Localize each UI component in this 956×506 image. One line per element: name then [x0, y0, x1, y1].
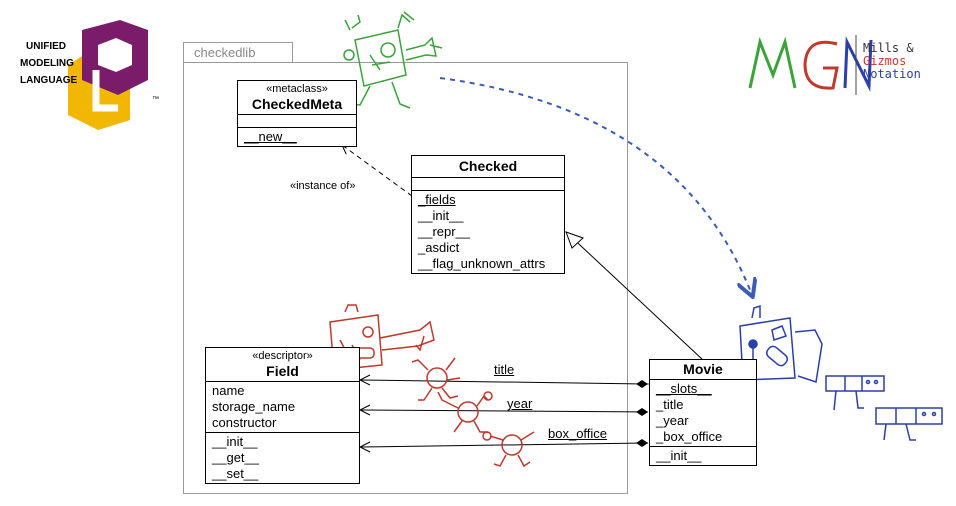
movie-methods: __init__	[650, 447, 756, 465]
checked-name: Checked	[458, 158, 518, 174]
field-methods: __init__ __get__ __set__	[206, 433, 359, 483]
package-body	[183, 62, 628, 494]
movie-method: __init__	[656, 448, 702, 463]
assoc-title-line	[359, 379, 660, 389]
assoc-year-label: year	[507, 396, 533, 411]
assoc-box-office-label: box_office	[548, 426, 608, 441]
field-attributes: name storage_name constructor	[206, 382, 359, 433]
checked-member: __init__	[418, 208, 464, 223]
red-creature-year-icon	[437, 391, 493, 433]
field-attribute: constructor	[212, 415, 277, 430]
checkedmeta-method: __new__	[244, 129, 297, 144]
instance-of-label: «instance of»	[290, 180, 356, 192]
gizmo-dashed-arrow	[439, 77, 752, 295]
checked-member: _fields	[418, 192, 456, 207]
checkedmeta-name: CheckedMeta	[251, 96, 343, 112]
mgn-logo-mark	[748, 35, 873, 95]
assoc-year-line	[359, 409, 649, 413]
checkedmeta-stereotype: «metaclass»	[266, 83, 328, 95]
field-method: __set__	[212, 466, 259, 481]
field-attribute: storage_name	[212, 399, 296, 414]
movie-attributes: __slots__ _title _year _box_office	[650, 380, 756, 447]
instance-of-line	[342, 145, 413, 197]
uml-logo: UNIFIED MODELING LANGUAGE ™	[20, 20, 170, 130]
class-checked: Checked _fields __init__ __repr__ _asdic…	[411, 155, 565, 274]
uml-logo-line2: MODELING	[20, 58, 74, 69]
checked-member: _asdict	[418, 240, 460, 255]
field-attribute: name	[212, 383, 245, 398]
checked-member: __flag_unknown_attrs	[418, 256, 546, 271]
red-creature-title-icon	[411, 357, 461, 401]
uml-logo-mark	[68, 20, 148, 130]
checked-attributes	[412, 178, 564, 191]
red-creature-box-office-icon	[482, 431, 535, 468]
green-gizmo-icon	[343, 11, 443, 109]
generalization-arrowhead	[565, 231, 584, 249]
uml-logo-line1: UNIFIED	[26, 41, 66, 52]
movie-name: Movie	[683, 361, 723, 377]
assoc-title-label: title	[494, 362, 515, 377]
movie-attribute: _box_office	[656, 429, 723, 444]
mgn-logo-line1: Mills &	[863, 41, 914, 55]
blue-slot-car-2-icon	[875, 407, 943, 441]
package-tab: checkedlib	[183, 42, 293, 62]
class-field: «descriptor» Field name storage_name con…	[205, 347, 360, 484]
blue-slot-car-1-icon	[825, 375, 885, 411]
mgn-logo: Mills & Gizmos Notation	[745, 30, 945, 100]
field-name: Field	[266, 363, 299, 379]
checked-member: __repr__	[418, 224, 471, 239]
class-movie: Movie __slots__ _title _year _box_office…	[649, 359, 757, 466]
movie-attribute: __slots__	[656, 381, 712, 396]
field-method: __init__	[212, 434, 258, 449]
generalization-line	[565, 231, 704, 361]
movie-attribute: _title	[656, 397, 684, 412]
checkedmeta-attributes	[238, 115, 356, 128]
mgn-logo-line2: Gizmos	[863, 54, 907, 68]
movie-attribute: _year	[656, 413, 689, 428]
assoc-box-office-line	[359, 442, 649, 448]
uml-logo-tm: ™	[152, 96, 159, 103]
mgn-logo-line3: Notation	[863, 67, 921, 81]
field-stereotype: «descriptor»	[252, 350, 313, 362]
field-method: __get__	[212, 450, 259, 465]
checkedmeta-methods: __new__	[238, 128, 356, 146]
uml-logo-line3: LANGUAGE	[20, 75, 78, 86]
class-checkedmeta: «metaclass» CheckedMeta __new__	[237, 80, 357, 147]
package-name: checkedlib	[194, 45, 256, 60]
checked-members: _fields __init__ __repr__ _asdict __flag…	[412, 191, 564, 273]
